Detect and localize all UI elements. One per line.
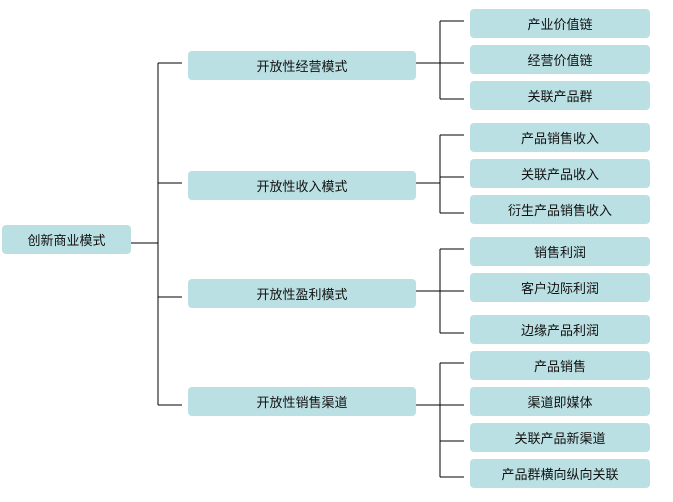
- leaf-label: 关联产品新渠道: [514, 432, 606, 447]
- branch-node: 开放性销售渠道: [188, 387, 416, 416]
- leaf-label: 经营价值链: [527, 54, 593, 69]
- root-label: 创新商业模式: [27, 234, 106, 249]
- branch-node: 开放性经营模式: [188, 51, 416, 80]
- branch-node: 开放性收入模式: [188, 171, 416, 200]
- leaf-node: 衍生产品销售收入: [470, 195, 650, 224]
- leaf-label: 渠道即媒体: [527, 396, 593, 411]
- leaf-node: 产品销售收入: [470, 123, 650, 152]
- leaf-label: 衍生产品销售收入: [507, 204, 612, 219]
- branch-label: 开放性收入模式: [256, 180, 348, 195]
- leaf-node: 渠道即媒体: [470, 387, 650, 416]
- leaf-node: 关联产品收入: [470, 159, 650, 188]
- leaf-node: 产品群横向纵向关联: [470, 459, 650, 488]
- leaf-label: 产品群横向纵向关联: [501, 468, 619, 483]
- branch-label: 开放性盈利模式: [256, 288, 348, 303]
- leaf-label: 关联产品收入: [520, 168, 599, 183]
- leaf-node: 销售利润: [470, 237, 650, 266]
- leaf-node: 产品销售: [470, 351, 650, 380]
- leaf-node: 关联产品群: [470, 81, 650, 110]
- branch-label: 开放性经营模式: [256, 60, 348, 75]
- root-node: 创新商业模式: [2, 225, 131, 254]
- leaf-label: 产业价值链: [527, 18, 593, 33]
- leaf-label: 关联产品群: [527, 90, 593, 105]
- branch-node: 开放性盈利模式: [188, 279, 416, 308]
- leaf-label: 销售利润: [533, 246, 586, 261]
- leaf-node: 产业价值链: [470, 9, 650, 38]
- leaf-node: 经营价值链: [470, 45, 650, 74]
- leaf-label: 边缘产品利润: [520, 324, 599, 339]
- leaf-node: 客户边际利润: [470, 273, 650, 302]
- leaf-label: 客户边际利润: [520, 282, 599, 297]
- leaf-label: 产品销售收入: [520, 132, 599, 147]
- leaf-node: 关联产品新渠道: [470, 423, 650, 452]
- leaf-node: 边缘产品利润: [470, 315, 650, 344]
- leaf-label: 产品销售: [533, 360, 586, 375]
- branch-label: 开放性销售渠道: [256, 396, 348, 411]
